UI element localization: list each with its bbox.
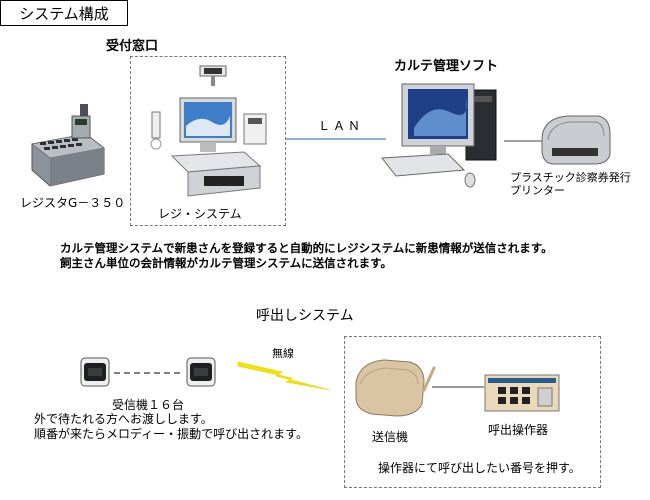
wireless-label: 無線 xyxy=(272,347,294,360)
lightning-icon xyxy=(237,361,331,391)
controller-label: 呼出操作器 xyxy=(488,423,549,437)
reception-label: 受付窓口 xyxy=(106,39,159,54)
cash-register-image xyxy=(31,104,105,187)
reception-box xyxy=(130,56,286,226)
register-label: レジスタG－３５０ xyxy=(20,196,126,210)
software-label: カルテ管理ソフト xyxy=(394,59,499,74)
page-title: システム構成 xyxy=(0,0,128,26)
computer-image xyxy=(381,83,497,188)
instruction-text: 操作器にて呼び出したい番号を押す。 xyxy=(378,461,581,475)
printer-connection-line xyxy=(504,140,544,142)
pos-system-image xyxy=(150,65,267,197)
transmitter-box xyxy=(344,336,601,488)
lan-connection-line xyxy=(286,138,386,140)
receiver-desc-line1: 外で待たれる方へお渡しします。 xyxy=(34,412,213,426)
transmitter-image xyxy=(355,359,436,417)
printer-label-line1: プラスチック診察券発行 xyxy=(510,171,631,184)
description-line2: 飼主さん単位の会計情報がカルテ管理システムに送信されます。 xyxy=(60,256,393,270)
description-line1: カルテ管理システムで新患さんを登録すると自動的にレジシステムに新患情報が送信され… xyxy=(60,241,553,255)
pager-icon xyxy=(186,357,216,387)
pager-icon xyxy=(80,357,110,387)
receiver-desc-line2: 順番が来たらメロディー・振動で呼び出されます。 xyxy=(34,427,308,441)
transmitter-label: 送信機 xyxy=(372,430,409,444)
receiver-label: 受信機１６台 xyxy=(112,398,185,412)
pos-label: レジ・システム xyxy=(158,207,242,221)
pager-dashed-line xyxy=(114,372,182,374)
controller-connection-line xyxy=(432,386,484,388)
calling-controller-image xyxy=(484,374,560,412)
printer-label-line2: プリンター xyxy=(510,184,565,197)
card-printer-image xyxy=(541,115,611,165)
calling-system-title: 呼出しシステム xyxy=(256,308,354,324)
lan-label: ＬＡＮ xyxy=(318,119,364,133)
